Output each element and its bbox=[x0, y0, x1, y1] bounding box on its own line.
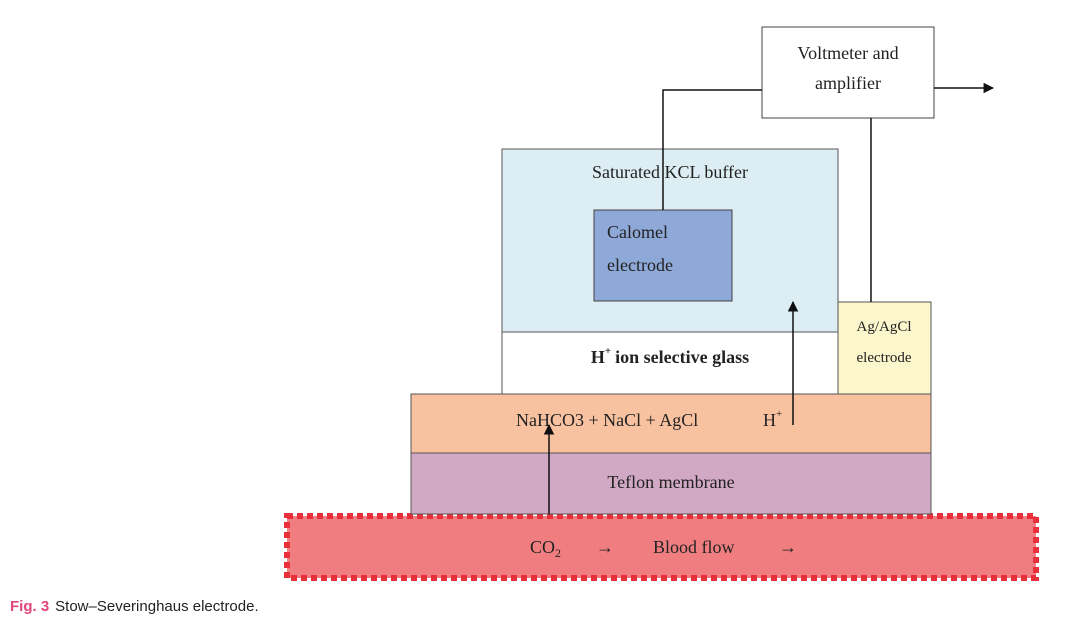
voltmeter-label-line1: Voltmeter and bbox=[797, 43, 898, 63]
agagcl-label-line2: electrode bbox=[857, 350, 912, 366]
figure-label: Fig. 3 bbox=[10, 598, 50, 615]
agagcl-label-line1: Ag/AgCl bbox=[856, 319, 911, 335]
teflon-label: Teflon membrane bbox=[607, 472, 734, 492]
h-ion-label: H+ bbox=[763, 408, 782, 430]
calomel-wire bbox=[662, 89, 762, 210]
voltmeter-label-line2: amplifier bbox=[815, 73, 881, 93]
blood-flow-layer bbox=[284, 513, 1039, 581]
blood-arrow-1: → bbox=[596, 537, 614, 557]
calomel-electrode bbox=[593, 209, 733, 302]
blood-flow-label: Blood flow bbox=[653, 537, 735, 557]
calomel-label-line1: Calomel bbox=[607, 222, 668, 242]
kcl-buffer-label: Saturated KCL buffer bbox=[592, 162, 748, 182]
figure-caption: Fig. 3 Stow–Severinghaus electrode. bbox=[10, 598, 259, 615]
caption-text: Stow–Severinghaus electrode. bbox=[55, 598, 259, 615]
calomel-label-line2: electrode bbox=[607, 255, 673, 275]
blood-arrow-2: → bbox=[779, 537, 797, 557]
agagcl-electrode bbox=[837, 301, 932, 395]
ion-selective-glass bbox=[501, 331, 839, 395]
electrolyte-label: NaHCO3 + NaCl + AgCl bbox=[516, 410, 698, 430]
glass-label: H+ion selective glass bbox=[591, 345, 749, 367]
co2-label: CO2 bbox=[530, 537, 561, 560]
electrolyte-layer bbox=[410, 393, 932, 454]
voltmeter-amplifier bbox=[761, 26, 935, 119]
